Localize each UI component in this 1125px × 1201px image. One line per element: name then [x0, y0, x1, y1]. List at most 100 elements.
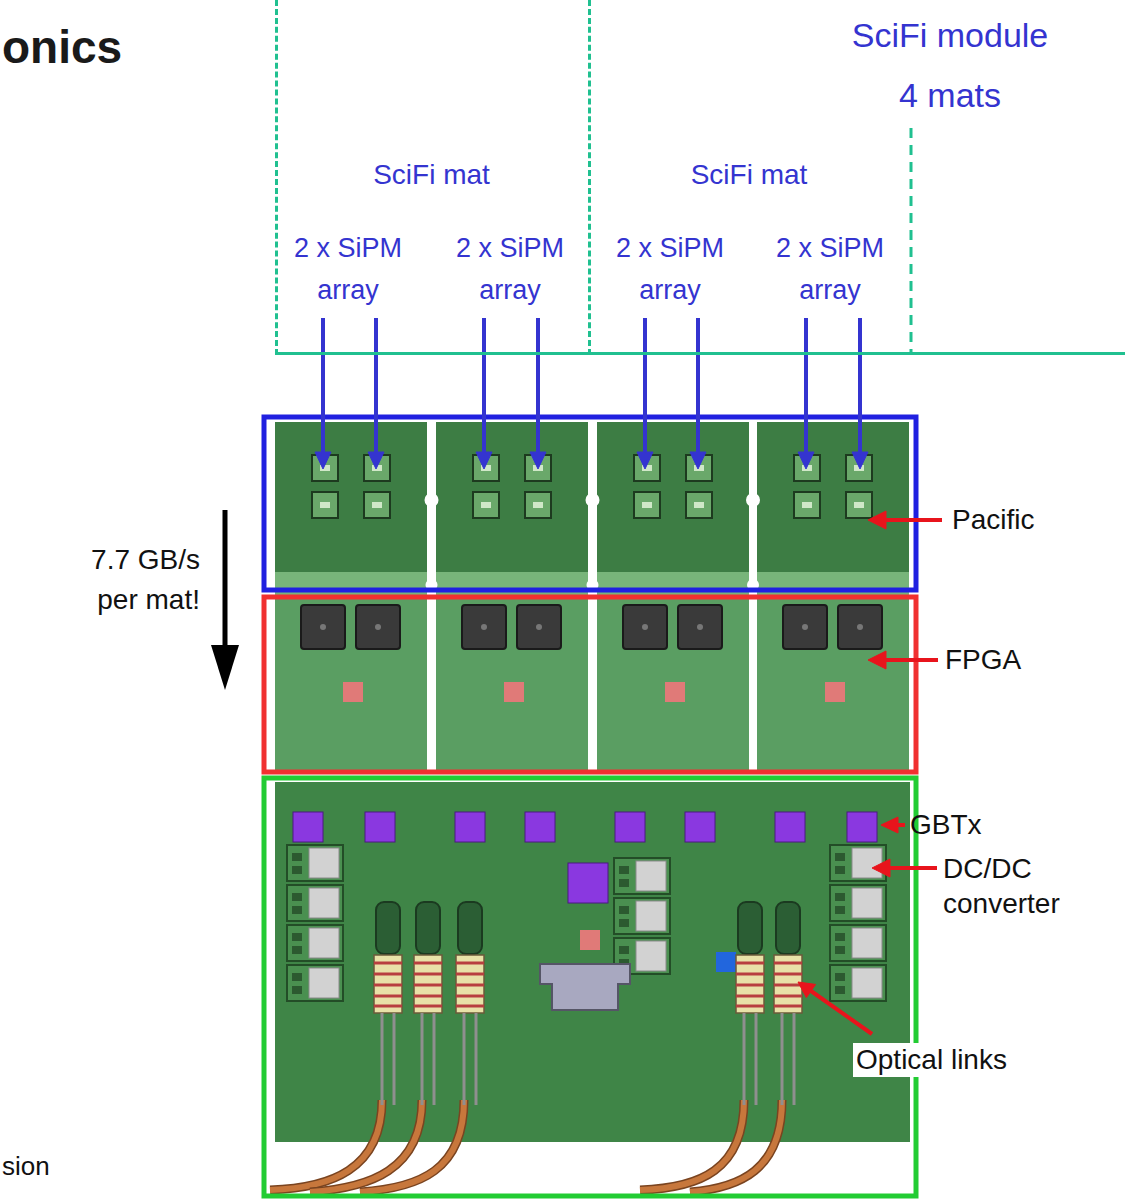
- dcdc-unit: [614, 858, 670, 894]
- board-notch: [425, 493, 439, 507]
- module-line: [910, 352, 1125, 355]
- pacific-board: [757, 422, 909, 572]
- dcdc-unit: [614, 898, 670, 934]
- leader-arrows: [798, 511, 942, 1034]
- arrow-head: [315, 452, 331, 469]
- cable-edge: [690, 1100, 782, 1192]
- part-label: GBTx: [910, 808, 982, 842]
- sipm-arrow: [482, 318, 486, 454]
- mat-region: SciFi mat2 x SiPM array2 x SiPM array: [588, 0, 910, 355]
- cable: [270, 1100, 382, 1190]
- dcdc-unit: [830, 925, 886, 961]
- optical-connector: [774, 902, 802, 1105]
- leader-line: [884, 658, 938, 662]
- dcdc-unit: [287, 885, 343, 921]
- part-label: FPGA: [945, 643, 1021, 677]
- sipm-arrow: [858, 318, 862, 454]
- arrow-head: [690, 452, 706, 469]
- sipm-arrow: [696, 318, 700, 454]
- gbtx-chip: [685, 812, 715, 842]
- master-board: [275, 782, 910, 1142]
- dcdc-unit: [830, 965, 886, 1001]
- master-board-frame: [264, 778, 916, 1196]
- fpga-board: [436, 572, 588, 770]
- sipm-arrow: [643, 318, 647, 454]
- optical-connector: [414, 902, 442, 1105]
- fpga-board: [597, 572, 749, 770]
- pacific-frame: [264, 417, 916, 590]
- sipm-label: 2 x SiPM array: [283, 227, 413, 311]
- arrow-head: [211, 645, 239, 690]
- sipm-arrow: [374, 318, 378, 454]
- gbtx-chip: [365, 812, 395, 842]
- arrow-head: [476, 452, 492, 469]
- blue-chip: [716, 952, 736, 972]
- gbtx-chip: [293, 812, 323, 842]
- cable: [640, 1100, 744, 1190]
- arrow-head: [868, 511, 886, 529]
- cable-edge: [640, 1100, 744, 1190]
- sipm-label: 2 x SiPM array: [445, 227, 575, 311]
- dcdc-unit: [287, 925, 343, 961]
- leader-line: [884, 518, 942, 522]
- gbtx-chip: [847, 812, 877, 842]
- mat-title: SciFi mat: [588, 158, 910, 192]
- cable-edge: [310, 1100, 422, 1192]
- optical-connector: [374, 902, 402, 1105]
- arrow-head: [868, 651, 886, 669]
- pink-chip: [580, 930, 600, 950]
- arrow-head: [881, 817, 898, 833]
- sipm-label: 2 x SiPM array: [765, 227, 895, 311]
- arrow-head: [637, 452, 653, 469]
- gbtx-chip: [525, 812, 555, 842]
- optical-connector: [736, 902, 764, 1105]
- data-rate-note: 7.7 GB/s per mat!: [45, 540, 200, 620]
- dcdc-unit: [830, 845, 886, 881]
- part-label: Optical links: [853, 1043, 1010, 1077]
- cable: [360, 1100, 464, 1192]
- gbtx-chip: [615, 812, 645, 842]
- cable: [310, 1100, 422, 1192]
- optical-connector: [456, 902, 484, 1105]
- board-notch: [746, 493, 760, 507]
- part-label: DC/DC converter: [943, 851, 1115, 921]
- pacific-board: [275, 422, 427, 572]
- leader-line: [811, 991, 872, 1034]
- sipm-arrows: [315, 318, 868, 469]
- arrow-head: [530, 452, 546, 469]
- fpga-board: [275, 572, 427, 770]
- fpga-board: [757, 572, 909, 770]
- pacific-board: [436, 422, 588, 572]
- module-divider: [910, 128, 913, 352]
- arrow-head: [872, 859, 890, 877]
- cable-edge: [270, 1100, 382, 1190]
- arrow-head: [798, 452, 814, 469]
- sca-chip: [568, 863, 608, 903]
- power-connector: [540, 964, 630, 1010]
- arrow-head: [852, 452, 868, 469]
- arrow-head: [368, 452, 384, 469]
- cable: [690, 1100, 782, 1192]
- board-notch: [586, 493, 600, 507]
- dcdc-unit: [830, 885, 886, 921]
- sipm-arrow: [536, 318, 540, 454]
- sipm-arrow: [321, 318, 325, 454]
- leader-line: [888, 866, 937, 870]
- part-label: Pacific: [952, 503, 1034, 537]
- sipm-arrow: [804, 318, 808, 454]
- dcdc-unit: [287, 965, 343, 1001]
- gbtx-chip: [775, 812, 805, 842]
- gbtx-chip: [455, 812, 485, 842]
- arrow-head: [798, 982, 816, 998]
- module-label: SciFi module 4 mats: [850, 5, 1050, 125]
- cable-edge: [360, 1100, 464, 1192]
- mat-title: SciFi mat: [275, 158, 588, 192]
- cut-off-text: sion: [2, 1151, 50, 1182]
- fpga-frame: [264, 597, 916, 772]
- slide-title: onics: [2, 20, 122, 75]
- pacific-board: [597, 422, 749, 572]
- dcdc-unit: [287, 845, 343, 881]
- mat-region: SciFi mat 2 x SiPM array 2 x SiPM array: [275, 0, 588, 355]
- data-flow-arrow: [223, 510, 228, 648]
